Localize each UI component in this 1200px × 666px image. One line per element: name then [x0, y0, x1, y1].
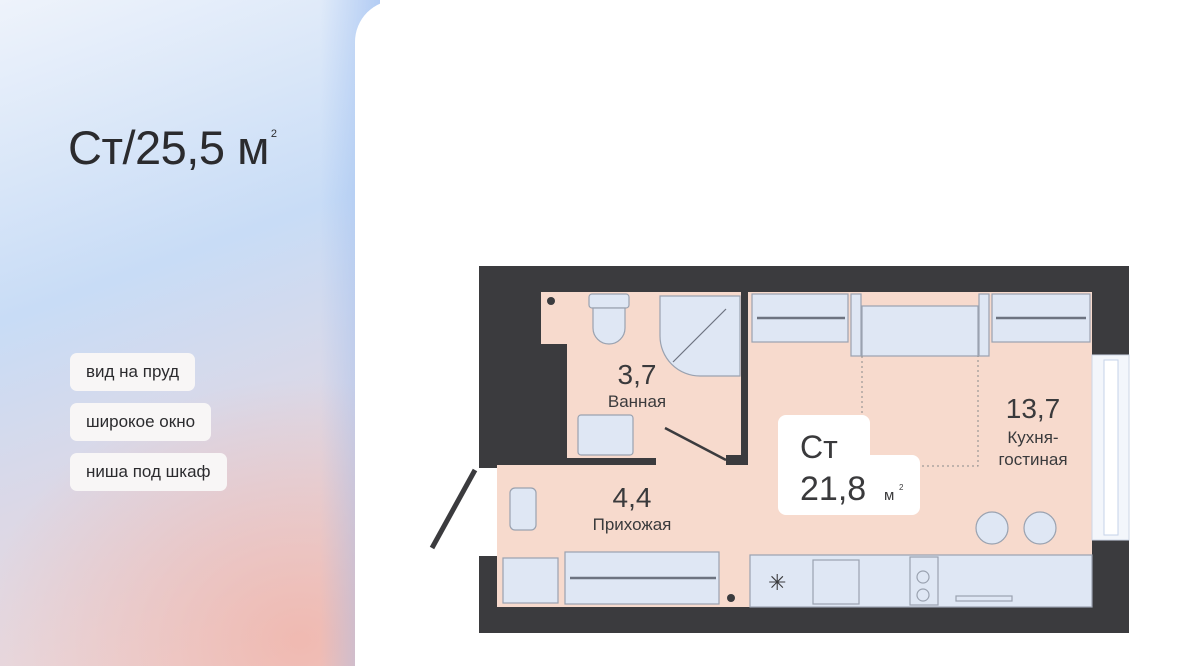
bathroom-label: Ванная — [608, 392, 666, 411]
bathroom-area: 3,7 — [618, 359, 657, 390]
snowflake-icon: ✳ — [768, 570, 786, 595]
hallway-label: Прихожая — [593, 515, 672, 534]
summary-card — [778, 415, 920, 515]
summary-unit-power: 2 — [899, 483, 904, 492]
kitchen-fixtures — [749, 293, 1093, 608]
summary-type: Ст — [800, 429, 838, 465]
entrance-door — [429, 468, 478, 550]
living-area: 13,7 — [1006, 393, 1061, 424]
summary-unit: м — [884, 487, 894, 504]
hallway-fixtures — [502, 487, 720, 605]
kitchen-zone-line — [861, 356, 979, 467]
feature-tag: широкое окно — [70, 403, 212, 441]
feature-tags: вид на пруд широкое окно ниша под шкаф — [70, 353, 227, 503]
feature-tag: вид на пруд — [70, 353, 196, 391]
bathroom-fixtures — [577, 293, 741, 456]
living-label-2: гостиная — [998, 450, 1067, 469]
bathroom-door — [664, 426, 727, 462]
summary-area: 21,8 — [800, 470, 866, 508]
entrance-opening — [479, 468, 497, 556]
living-label: Кухня- — [1007, 428, 1058, 447]
hallway-area: 4,4 — [613, 482, 652, 513]
feature-tag: ниша под шкаф — [70, 453, 227, 491]
